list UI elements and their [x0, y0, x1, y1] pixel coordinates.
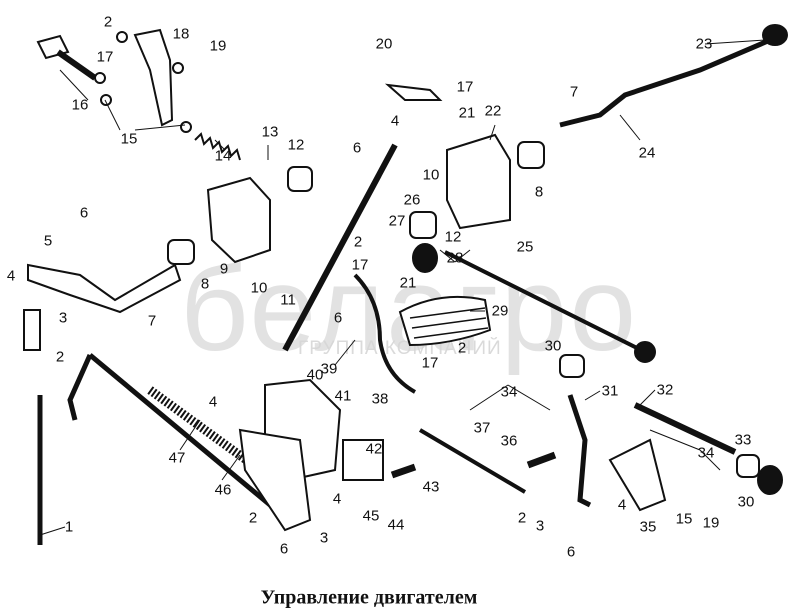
part-spring-46	[147, 386, 263, 474]
part-number-label: 2	[55, 348, 65, 366]
part-number-label: 23	[695, 35, 713, 53]
part-number-label: 4	[6, 267, 16, 285]
part-number-label: 17	[456, 78, 474, 96]
part-number-label: 26	[403, 191, 421, 209]
part-number-label: 4	[390, 112, 400, 130]
part-boot	[398, 295, 492, 347]
part-number-label: 45	[362, 507, 380, 525]
part-lever-24	[559, 35, 776, 128]
part-number-label: 6	[279, 540, 289, 558]
part-number-label: 34	[697, 444, 715, 462]
part-number-label: 14	[214, 147, 232, 165]
part-spring	[194, 132, 241, 161]
part-number-label: 4	[617, 496, 627, 514]
part-number-label: 21	[458, 104, 476, 122]
part-number-label: 42	[365, 440, 383, 458]
part-number-label: 10	[422, 166, 440, 184]
part-number-label: 33	[734, 431, 752, 449]
part-number-label: 8	[200, 275, 210, 293]
part-number-label: 3	[58, 309, 68, 327]
part-number-label: 31	[601, 382, 619, 400]
part-cover	[446, 133, 511, 230]
part-number-label: 12	[444, 228, 462, 246]
part-number-label: 6	[566, 543, 576, 561]
part-number-label: 2	[248, 509, 258, 527]
part-number-label: 9	[219, 260, 229, 278]
part-number-label: 47	[168, 449, 186, 467]
part-number-label: 15	[675, 510, 693, 528]
part-number-label: 38	[371, 390, 389, 408]
part-number-label: 20	[375, 35, 393, 53]
part-bracket	[133, 28, 174, 127]
part-number-label: 3	[535, 517, 545, 535]
part-number-label: 25	[516, 238, 534, 256]
part-number-label: 16	[71, 96, 89, 114]
part-number-label: 7	[147, 312, 157, 330]
part-number-label: 46	[214, 481, 232, 499]
part-number-label: 28	[446, 249, 464, 267]
part-number-label: 6	[352, 139, 362, 157]
part-lever-5	[27, 263, 182, 314]
part-number-label: 3	[319, 529, 329, 547]
part-number-label: 36	[500, 432, 518, 450]
part-number-label: 2	[353, 233, 363, 251]
part-number-label: 43	[422, 478, 440, 496]
part-number-label: 19	[209, 37, 227, 55]
part-number-label: 29	[491, 302, 509, 320]
part-number-label: 35	[639, 518, 657, 536]
part-number-label: 18	[172, 25, 190, 43]
part-number-label: 24	[638, 144, 656, 162]
part-number-label: 40	[306, 366, 324, 384]
part-number-label: 37	[473, 419, 491, 437]
part-number-label: 27	[388, 212, 406, 230]
part-number-label: 4	[332, 490, 342, 508]
part-number-label: 34	[500, 383, 518, 401]
part-housing	[206, 176, 271, 264]
part-number-label: 19	[702, 514, 720, 532]
part-number-label: 21	[399, 274, 417, 292]
part-number-label: 15	[120, 130, 138, 148]
part-number-label: 17	[421, 354, 439, 372]
part-number-label: 2	[103, 13, 113, 31]
part-number-label: 2	[517, 509, 527, 527]
watermark-subtitle: ГРУППА КОМПАНИЙ	[298, 338, 502, 359]
part-number-label: 6	[79, 204, 89, 222]
part-number-label: 10	[250, 279, 268, 297]
part-fork-rod	[36, 34, 97, 81]
part-number-label: 17	[96, 48, 114, 66]
part-number-label: 6	[333, 309, 343, 327]
part-number-label: 44	[387, 516, 405, 534]
part-number-label: 2	[457, 339, 467, 357]
diagram-caption: Управление двигателем	[260, 586, 478, 609]
part-number-label: 7	[569, 83, 579, 101]
part-number-label: 22	[484, 102, 502, 120]
part-number-label: 41	[334, 387, 352, 405]
part-number-label: 5	[43, 232, 53, 250]
part-number-label: 17	[351, 256, 369, 274]
part-number-label: 32	[656, 381, 674, 399]
part-number-label: 13	[261, 123, 279, 141]
part-number-label: 12	[287, 136, 305, 154]
part-number-label: 1	[64, 518, 74, 536]
part-number-label: 30	[544, 337, 562, 355]
part-number-label: 39	[320, 360, 338, 378]
part-number-label: 30	[737, 493, 755, 511]
part-number-label: 8	[534, 183, 544, 201]
part-number-label: 11	[280, 291, 296, 309]
part-number-label: 4	[208, 393, 218, 411]
